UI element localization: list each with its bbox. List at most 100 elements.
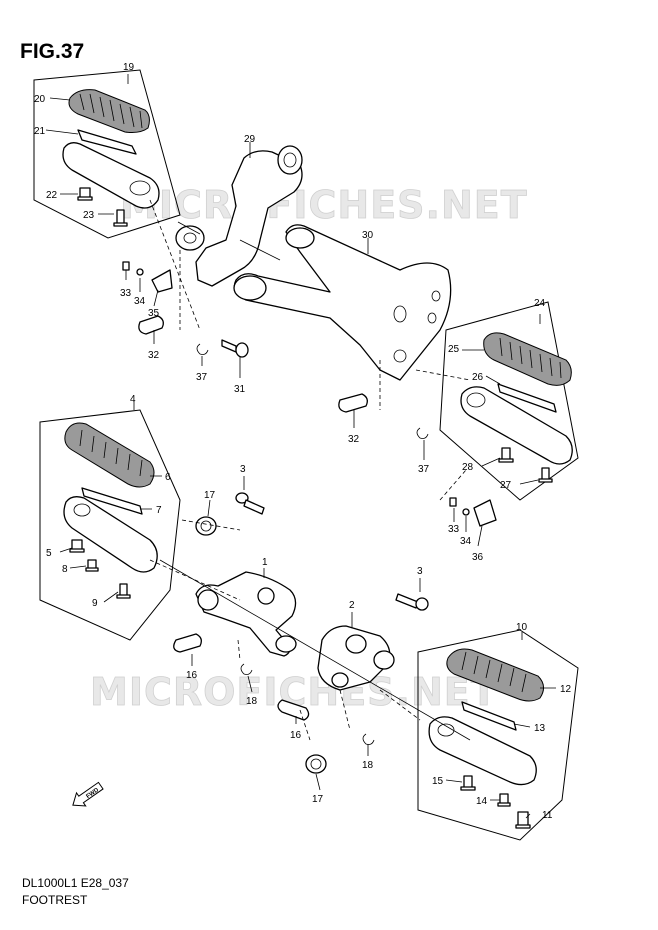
pin-16-left xyxy=(173,633,202,653)
assembly-box-4 xyxy=(39,409,181,641)
bolt-23 xyxy=(113,209,128,227)
bolt-22 xyxy=(77,187,93,201)
clip-37-left xyxy=(196,343,209,355)
nut-33-right xyxy=(449,497,457,507)
section-name: FOOTREST xyxy=(22,893,88,907)
forward-direction-arrow-icon: FWD xyxy=(72,781,104,807)
plate-7 xyxy=(81,487,143,515)
callout-10: 10 xyxy=(516,622,528,633)
washer-34-left xyxy=(136,268,144,276)
bolt-27 xyxy=(538,467,553,483)
callout-11: 11 xyxy=(542,810,553,821)
callout-32-right: 32 xyxy=(348,434,360,445)
footrest-bracket-2 xyxy=(317,625,395,691)
callout-17-right: 17 xyxy=(312,794,324,805)
clip-37-right xyxy=(416,427,429,439)
callout-15: 15 xyxy=(432,776,444,787)
callout-24: 24 xyxy=(534,298,546,309)
footpeg-rubber-6 xyxy=(64,422,155,488)
footpeg-bracket-4 xyxy=(63,496,158,573)
callout-28: 28 xyxy=(462,462,474,473)
callout-13: 13 xyxy=(534,723,546,734)
callout-33-left: 33 xyxy=(120,288,132,299)
callout-18-left: 18 xyxy=(246,696,258,707)
washer-34-right xyxy=(462,508,470,516)
callout-35: 35 xyxy=(148,308,160,319)
callout-7: 7 xyxy=(156,505,162,516)
footpeg-rubber-12 xyxy=(446,648,544,702)
callout-34-left: 34 xyxy=(134,296,146,307)
callout-36: 36 xyxy=(472,552,484,563)
callout-3-left: 3 xyxy=(240,464,246,475)
bolt-3-left xyxy=(235,492,265,515)
plate-13 xyxy=(461,701,517,731)
footrest-bracket-1 xyxy=(195,571,297,657)
callout-26: 26 xyxy=(472,372,484,383)
callout-33-right: 33 xyxy=(448,524,460,535)
footpeg-bracket-10 xyxy=(428,716,537,786)
callout-12: 12 xyxy=(560,684,572,695)
footpeg-rubber-20 xyxy=(68,89,150,133)
callout-34-right: 34 xyxy=(460,536,472,547)
footpeg-bracket-24 xyxy=(460,386,573,465)
callout-31: 31 xyxy=(234,384,246,395)
clip-18-left xyxy=(240,663,253,675)
callout-32-left: 32 xyxy=(148,350,160,361)
spring-17-right xyxy=(305,754,327,774)
callout-22: 22 xyxy=(46,190,58,201)
callout-30: 30 xyxy=(362,230,374,241)
callout-18-right: 18 xyxy=(362,760,374,771)
model-code: DL1000L1 E28_037 xyxy=(22,876,129,890)
pin-32-right xyxy=(338,393,368,413)
bolt-3-right xyxy=(395,593,429,611)
rear-footrest-bracket-30 xyxy=(233,224,452,381)
pin-32-left xyxy=(138,315,164,335)
callout-17-left: 17 xyxy=(204,490,216,501)
callout-37-right: 37 xyxy=(418,464,430,475)
bolt-8 xyxy=(85,559,99,572)
callout-27: 27 xyxy=(500,480,512,491)
callout-8-left: 8 xyxy=(62,564,68,575)
callout-25: 25 xyxy=(448,344,460,355)
alignment-lines xyxy=(149,199,471,741)
bolt-28 xyxy=(498,447,514,463)
callout-16-right: 16 xyxy=(290,730,302,741)
pin-16-right xyxy=(277,699,310,721)
callout-21: 21 xyxy=(34,126,46,137)
assembly-box-10 xyxy=(417,629,579,841)
plate-21 xyxy=(77,129,137,155)
bolt-14 xyxy=(497,793,511,807)
callout-20: 20 xyxy=(34,94,46,105)
footpeg-rubber-25 xyxy=(483,332,572,386)
figure-title: FIG.37 xyxy=(20,40,85,63)
callout-9: 9 xyxy=(92,598,98,609)
assembly-box-19 xyxy=(33,69,181,239)
callout-29: 29 xyxy=(244,134,256,145)
bolt-5 xyxy=(69,539,85,553)
clip-18-right xyxy=(362,733,375,745)
bolt-15 xyxy=(460,775,476,791)
watermark-top: MICROFICHES.NET xyxy=(120,183,528,227)
callout-14: 14 xyxy=(476,796,488,807)
footpeg-bracket-19 xyxy=(62,142,160,209)
callout-5: 5 xyxy=(46,548,52,559)
nut-33-left xyxy=(122,261,130,271)
plate-26 xyxy=(497,383,557,413)
bolt-31 xyxy=(221,339,249,358)
bolt-11 xyxy=(515,811,531,829)
axis-lines xyxy=(159,221,471,741)
callout-19: 19 xyxy=(123,62,135,73)
clip-36 xyxy=(473,499,497,527)
callout-2: 2 xyxy=(349,600,355,611)
clip-35 xyxy=(151,269,173,293)
callout-4: 4 xyxy=(130,394,136,405)
bolt-9 xyxy=(116,583,131,599)
spring-17-left xyxy=(195,516,217,536)
callout-1: 1 xyxy=(262,557,268,568)
callout-37-left: 37 xyxy=(196,372,208,383)
callout-16-left: 16 xyxy=(186,670,198,681)
callout-6: 6 xyxy=(165,472,171,483)
callout-3-right: 3 xyxy=(417,566,423,577)
callout-23: 23 xyxy=(83,210,95,221)
